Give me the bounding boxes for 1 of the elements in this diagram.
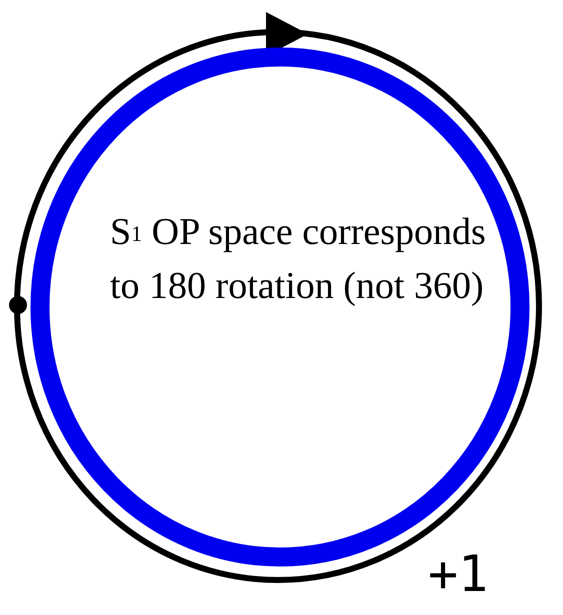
orientation-label: +1 <box>428 545 488 603</box>
